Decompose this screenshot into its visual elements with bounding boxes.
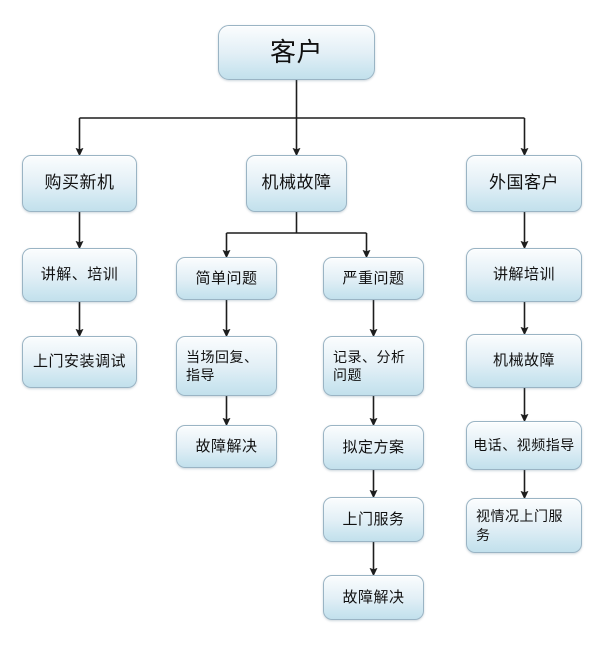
node-explain-training-foreign-label: 讲解培训	[492, 266, 555, 284]
node-purchase-new-machine-label: 购买新机	[44, 173, 115, 193]
node-serious-problem[interactable]: 严重问题	[323, 257, 424, 300]
node-explain-training-foreign[interactable]: 讲解培训	[466, 248, 582, 302]
node-onsite-reply-guidance[interactable]: 当场回复、指导	[176, 336, 277, 396]
node-purchase-new-machine[interactable]: 购买新机	[22, 155, 137, 212]
node-fault-resolved-serious-label: 故障解决	[342, 588, 405, 606]
node-mechanical-fault-label: 机械故障	[261, 173, 332, 193]
node-conditional-onsite-service-label: 视情况上门服务	[476, 508, 563, 543]
node-onsite-service-label: 上门服务	[342, 510, 405, 528]
node-simple-problem-label: 简单问题	[195, 269, 258, 287]
node-explain-training[interactable]: 讲解、培训	[22, 248, 137, 302]
node-fault-resolved-serious[interactable]: 故障解决	[323, 575, 424, 620]
node-draft-plan-label: 拟定方案	[342, 438, 405, 456]
node-conditional-onsite-service[interactable]: 视情况上门服务	[466, 498, 582, 553]
node-customer-label: 客户	[269, 36, 323, 67]
node-phone-video-guidance[interactable]: 电话、视频指导	[466, 421, 582, 470]
node-onsite-install-debug[interactable]: 上门安装调试	[22, 336, 137, 388]
node-onsite-install-debug-label: 上门安装调试	[32, 353, 126, 371]
node-record-analyze-problem-label: 记录、分析问题	[333, 348, 406, 383]
node-fault-resolved-simple-label: 故障解决	[195, 437, 258, 455]
node-onsite-reply-guidance-label: 当场回复、指导	[186, 348, 259, 383]
node-customer[interactable]: 客户	[218, 25, 375, 80]
node-simple-problem[interactable]: 简单问题	[176, 257, 277, 300]
node-foreign-customer-label: 外国客户	[489, 173, 559, 193]
node-phone-video-guidance-label: 电话、视频指导	[473, 437, 575, 454]
node-mechanical-fault-foreign-label: 机械故障	[492, 352, 555, 370]
node-foreign-customer[interactable]: 外国客户	[466, 155, 582, 212]
node-fault-resolved-simple[interactable]: 故障解决	[176, 425, 277, 468]
node-explain-training-label: 讲解、培训	[40, 266, 119, 284]
node-onsite-service[interactable]: 上门服务	[323, 497, 424, 542]
node-mechanical-fault-foreign[interactable]: 机械故障	[466, 334, 582, 388]
node-record-analyze-problem[interactable]: 记录、分析问题	[323, 336, 424, 396]
node-mechanical-fault[interactable]: 机械故障	[246, 155, 347, 212]
node-draft-plan[interactable]: 拟定方案	[323, 425, 424, 470]
node-serious-problem-label: 严重问题	[342, 269, 405, 287]
